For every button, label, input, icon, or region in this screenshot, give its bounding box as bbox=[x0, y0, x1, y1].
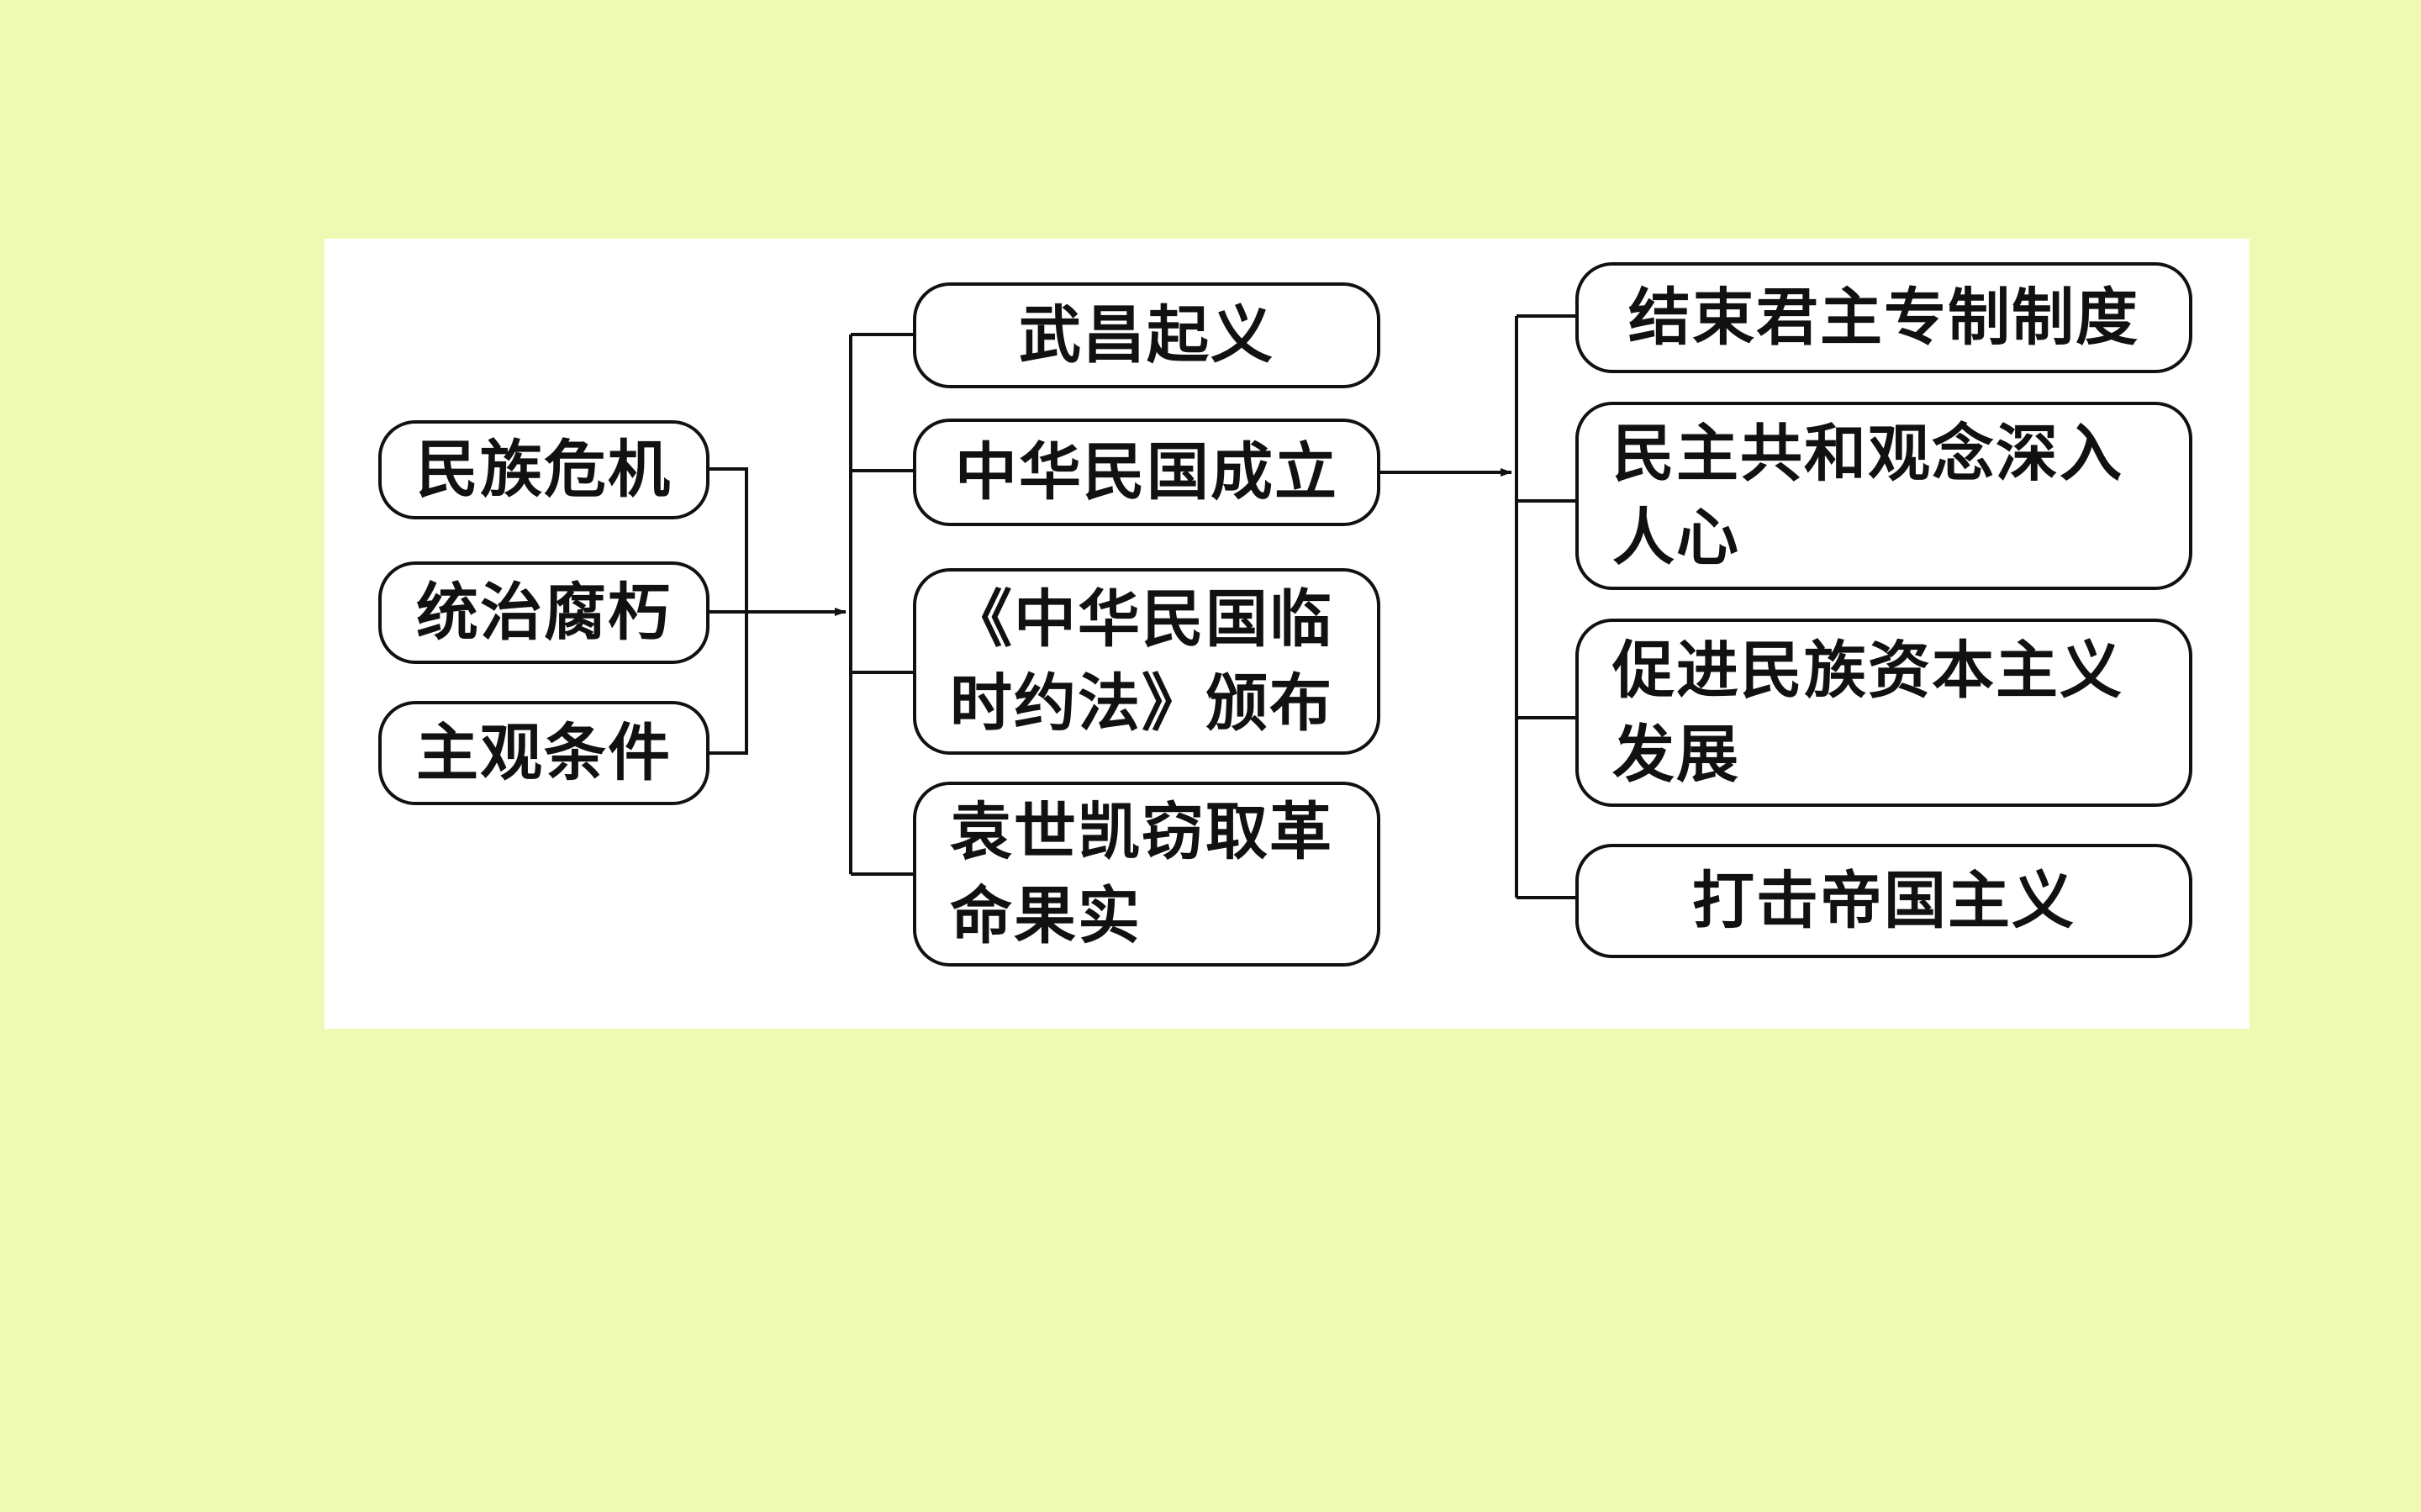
event-node: 袁世凯窃取革命果实 bbox=[913, 782, 1380, 967]
event-node: 武昌起义 bbox=[913, 282, 1380, 388]
event-label: 武昌起义 bbox=[1019, 299, 1274, 371]
cause-node: 统治腐朽 bbox=[378, 561, 709, 664]
event-label: 《中华民国临时约法》颁布 bbox=[950, 583, 1333, 740]
result-node: 打击帝国主义 bbox=[1575, 844, 2192, 958]
result-label: 民主共和观念深入人心 bbox=[1612, 418, 2123, 574]
event-node: 中华民国成立 bbox=[913, 419, 1380, 526]
event-label: 中华民国成立 bbox=[955, 436, 1338, 508]
result-label: 打击帝国主义 bbox=[1692, 865, 2076, 937]
cause-label: 民族危机 bbox=[416, 434, 672, 506]
cause-node: 主观条件 bbox=[378, 701, 709, 805]
result-label: 促进民族资本主义发展 bbox=[1612, 635, 2123, 791]
event-node: 《中华民国临时约法》颁布 bbox=[913, 568, 1380, 755]
cause-node: 民族危机 bbox=[378, 420, 709, 519]
event-label: 袁世凯窃取革命果实 bbox=[950, 796, 1333, 952]
cause-label: 统治腐朽 bbox=[416, 577, 672, 649]
cause-label: 主观条件 bbox=[416, 717, 672, 789]
result-node: 促进民族资本主义发展 bbox=[1575, 619, 2192, 807]
result-label: 结束君主专制制度 bbox=[1628, 282, 2139, 354]
result-node: 结束君主专制制度 bbox=[1575, 262, 2192, 373]
result-node: 民主共和观念深入人心 bbox=[1575, 402, 2192, 590]
